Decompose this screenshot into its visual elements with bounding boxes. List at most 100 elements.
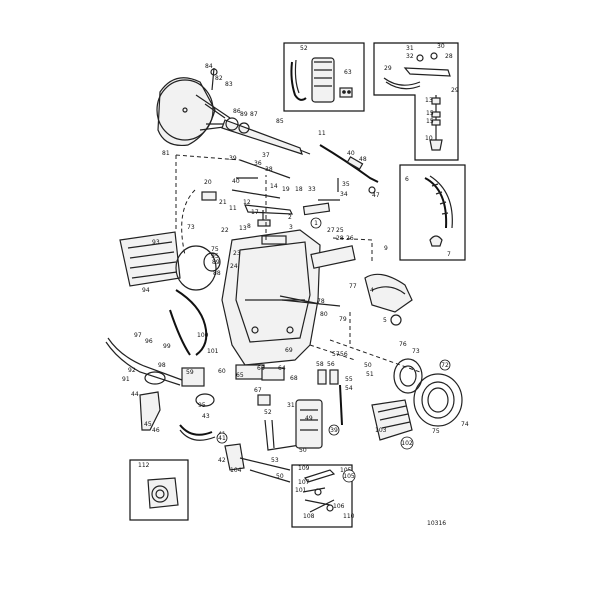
callout-number: 23 xyxy=(233,250,241,257)
callout-number: 86 xyxy=(233,108,241,115)
callout-number: 100 xyxy=(197,332,209,339)
callout-number: 4 xyxy=(370,287,374,294)
callout-number: 33 xyxy=(308,186,316,193)
callout-number: 44 xyxy=(131,391,139,398)
callout-number: 40 xyxy=(232,178,240,185)
callout-number: 50 xyxy=(364,362,372,369)
callout-number: 101 xyxy=(207,348,219,355)
circled-callout: 39 xyxy=(328,424,340,436)
callout-number: 30 xyxy=(437,43,445,50)
callout-number: 81 xyxy=(162,150,170,157)
callout-number: 110 xyxy=(343,513,355,520)
callout-number: 74 xyxy=(461,421,469,428)
lower-fittings xyxy=(235,364,343,483)
callout-number: 28 xyxy=(445,53,453,60)
callout-number: 103 xyxy=(375,427,387,434)
inset-box-bellows-tube xyxy=(283,42,365,112)
callout-number: 7 xyxy=(447,251,451,258)
callout-number: 112 xyxy=(138,462,150,469)
inset-box-cables xyxy=(291,464,353,528)
callout-number: 80 xyxy=(320,311,328,318)
callout-number: 95 xyxy=(198,402,206,409)
callout-number: 77 xyxy=(349,283,357,290)
control-cable xyxy=(319,144,379,194)
circled-callout-number: 39 xyxy=(330,427,338,434)
callout-number: 57 xyxy=(332,351,340,358)
callout-number: 15 xyxy=(426,118,434,125)
callout-number: 2 xyxy=(288,214,292,221)
reverse-gear xyxy=(310,237,413,326)
main-housing xyxy=(221,229,341,366)
callout-number: 52 xyxy=(300,45,308,52)
callout-number: 47 xyxy=(372,192,380,199)
callout-number: 37 xyxy=(262,152,270,159)
callout-number: 63 xyxy=(344,69,352,76)
callout-number: 83 xyxy=(225,81,233,88)
callout-number: 89 xyxy=(240,111,248,118)
callout-number: 13 xyxy=(425,97,433,104)
callout-number: 15 xyxy=(426,110,434,117)
callout-number: 18 xyxy=(295,186,303,193)
callout-number: 29 xyxy=(384,65,392,72)
callout-number: 92 xyxy=(128,367,136,374)
callout-number: 12 xyxy=(243,199,251,206)
callout-number: 95 xyxy=(211,253,219,260)
circled-callout-number: 72 xyxy=(441,362,449,369)
callout-number: 32 xyxy=(406,53,414,60)
inset-box-112 xyxy=(129,459,189,521)
circled-callout-number: 105 xyxy=(343,473,355,480)
callout-number: 35 xyxy=(342,181,350,188)
drawing-reference-number: 10316 xyxy=(427,520,446,527)
inset-box-quadrant xyxy=(399,164,466,261)
callout-number: 59 xyxy=(186,369,194,376)
callout-number: 85 xyxy=(276,118,284,125)
callout-number: 73 xyxy=(412,348,420,355)
callout-number: 39 xyxy=(229,155,237,162)
inset-box-shift-lever xyxy=(373,42,459,161)
callout-number: 40 xyxy=(347,150,355,157)
circled-callout-number: 102 xyxy=(401,440,413,447)
callout-number: 28 xyxy=(336,235,344,242)
callout-number: 50 xyxy=(276,473,284,480)
callout-number: 66 xyxy=(257,365,265,372)
callout-number: 88 xyxy=(213,270,221,277)
callout-number: 46 xyxy=(152,427,160,434)
callout-number: 109 xyxy=(298,465,310,472)
callout-number: 50 xyxy=(299,447,307,454)
assembly-lines xyxy=(175,154,356,361)
callout-number: 5 xyxy=(383,317,387,324)
callout-number: 11 xyxy=(229,205,237,212)
callout-number: 17 xyxy=(251,209,259,216)
callout-number: 56 xyxy=(340,351,348,358)
callout-number: 13 xyxy=(239,225,247,232)
linkage-parts xyxy=(201,159,340,227)
callout-number: 73 xyxy=(187,224,195,231)
callout-number: 89 xyxy=(212,259,220,266)
callout-number: 8 xyxy=(247,223,251,230)
callout-number: 10 xyxy=(425,135,433,142)
callout-number: 64 xyxy=(278,365,286,372)
callout-number: 91 xyxy=(122,376,130,383)
callout-number: 14 xyxy=(270,183,278,190)
callout-number: 48 xyxy=(359,156,367,163)
callout-number: 107 xyxy=(298,479,310,486)
callout-number: 58 xyxy=(316,361,324,368)
callout-number: 79 xyxy=(339,316,347,323)
callout-number: 108 xyxy=(303,513,315,520)
callout-number: 54 xyxy=(345,385,353,392)
rubber-bellows xyxy=(156,77,233,147)
callout-number: 96 xyxy=(145,338,153,345)
callout-number: 101 xyxy=(295,487,307,494)
callout-number: 97 xyxy=(134,332,142,339)
circled-callout: 102 xyxy=(400,436,414,450)
callout-number: 76 xyxy=(399,341,407,348)
callout-number: 20 xyxy=(204,179,212,186)
callout-number: 19 xyxy=(282,186,290,193)
callout-number: 49 xyxy=(305,415,313,422)
callout-number: 11 xyxy=(318,130,326,137)
callout-number: 34 xyxy=(340,191,348,198)
circled-callout: 72 xyxy=(439,359,451,371)
circled-callout-number: 1 xyxy=(314,220,318,227)
